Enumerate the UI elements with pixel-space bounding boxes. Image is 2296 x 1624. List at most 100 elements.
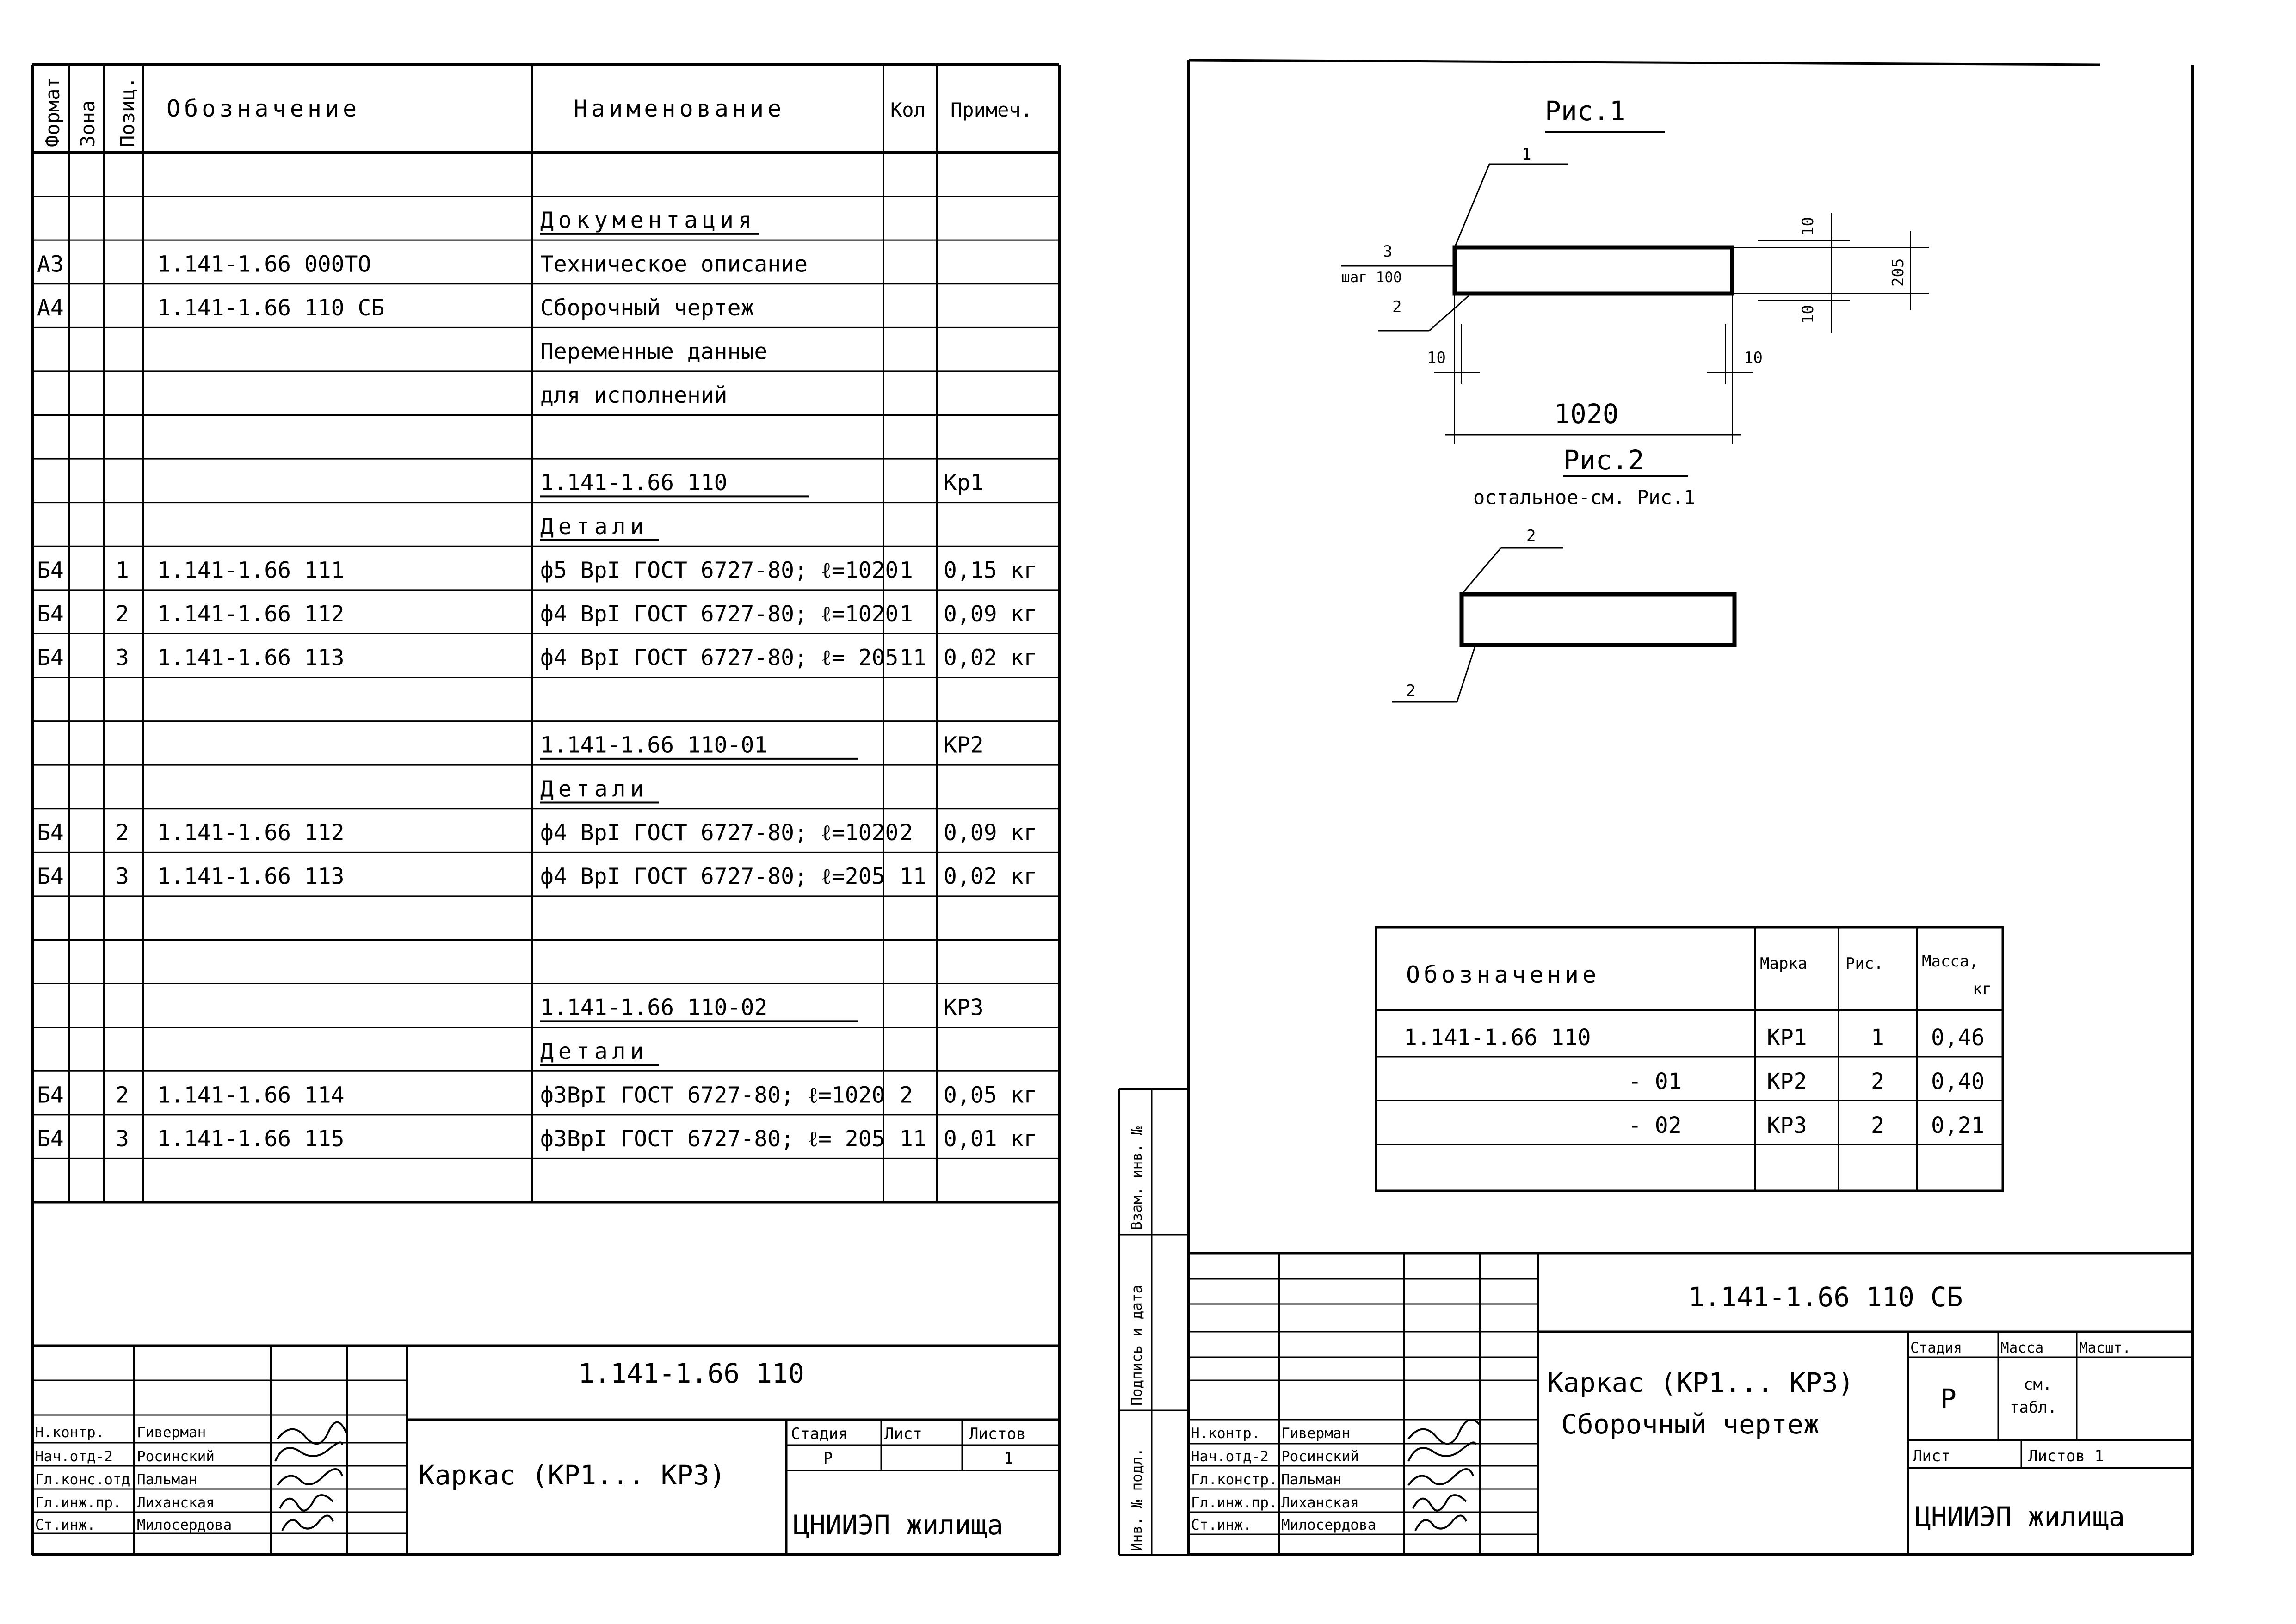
spec-cell-pos: 2 <box>116 820 129 846</box>
spec-cell-name: для исполнений <box>540 382 728 408</box>
right-sheet: Инв. № подл. Подпись и дата Взам. инв. №… <box>1118 59 2194 1556</box>
spec-cell-format: Б4 <box>37 557 64 583</box>
spec-cell-pos: 2 <box>116 601 129 627</box>
spec-cell-name: ф5 ВрI ГОСТ 6727-80; ℓ=1020 <box>540 557 898 583</box>
spec-cell-name: Детали <box>540 776 648 802</box>
signature-giverman <box>277 1421 348 1445</box>
side-inv-original: Инв. № подл. <box>1129 1448 1145 1551</box>
left-stage-value: Р <box>823 1449 833 1468</box>
signature-miloserdova-right <box>1414 1514 1467 1531</box>
figure-2: Рис.2 остальное-см. Рис.1 2 2 <box>1392 444 1737 703</box>
left-role-2: Нач.отд-2 <box>35 1448 113 1465</box>
fig1-dim-1020: 1020 <box>1554 398 1619 430</box>
spec-cell-qty: 2 <box>900 1082 913 1108</box>
spec-cell-pos: 2 <box>116 1082 129 1108</box>
spec-cell-designation: 1.141-1.66 112 <box>157 601 345 627</box>
spec-cell-name: Документация <box>540 208 756 234</box>
spec-cell-note: 0,09 кг <box>944 820 1037 846</box>
left-stage-label: Стадия <box>791 1425 848 1443</box>
mass-header-designation: Обозначение <box>1406 961 1600 988</box>
spec-cell-designation: 1.141-1.66 115 <box>157 1126 345 1152</box>
mass-header-mass-1: Масса, <box>1922 952 1979 971</box>
left-role-3: Гл.конс.отд <box>35 1471 130 1488</box>
mass-header-fig: Рис. <box>1845 954 1883 973</box>
side-sign-date: Подпись и дата <box>1129 1285 1145 1406</box>
spec-cell-designation: 1.141-1.66 000ТО <box>157 251 371 277</box>
left-person-2: Росинский <box>137 1448 215 1465</box>
left-role-5: Ст.инж. <box>35 1517 96 1533</box>
mass-cell-designation: - 02 <box>1628 1113 1682 1138</box>
spec-cell-qty: 11 <box>900 645 926 671</box>
mass-table: Обозначение Марка Рис. Масса, кг 1.141-1… <box>1375 926 2004 1192</box>
fig2-caption: Рис.2 <box>1563 444 1644 476</box>
right-role-5: Ст.инж. <box>1191 1517 1252 1533</box>
right-sheets-label: Листов 1 <box>2028 1447 2104 1465</box>
right-mass-label: Масса <box>2000 1340 2043 1356</box>
header-name: Наименование <box>574 95 785 122</box>
left-person-4: Лиханская <box>137 1495 215 1511</box>
spec-cell-format: Б4 <box>37 645 64 671</box>
right-stage-label: Стадия <box>1910 1340 1962 1356</box>
signature-rosinsky <box>274 1441 343 1462</box>
left-sheets-label: Листов <box>969 1425 1026 1443</box>
right-person-4: Лиханская <box>1281 1495 1359 1511</box>
left-person-1: Гиверман <box>137 1424 206 1441</box>
spec-cell-name: ф4 ВрI ГОСТ 6727-80; ℓ=1020 <box>540 601 898 627</box>
spec-cell-name: Детали <box>540 514 648 540</box>
spec-cell-format: Б4 <box>37 601 64 627</box>
spec-cell-name: Переменные данные <box>540 338 767 364</box>
fig1-dim-10-bottom: 10 <box>1799 305 1817 324</box>
left-person-5: Милосердова <box>137 1517 232 1533</box>
left-sheets-value: 1 <box>1004 1449 1013 1468</box>
spec-cell-designation: 1.141-1.66 113 <box>157 863 345 889</box>
spec-cell-format: Б4 <box>37 1126 64 1152</box>
fig1-dim-10-top: 10 <box>1799 217 1817 236</box>
left-organization: ЦНИИЭП жилища <box>793 1509 1003 1541</box>
spec-cell-designation: 1.141-1.66 113 <box>157 645 345 671</box>
mass-cell-designation: - 01 <box>1628 1069 1682 1095</box>
spec-cell-qty: 1 <box>900 601 913 627</box>
fig2-leader-top: 2 <box>1526 527 1536 545</box>
fig1-dim-10-left: 10 <box>1427 349 1446 367</box>
spec-cell-pos: 3 <box>116 645 129 671</box>
figure-1: Рис.1 1 3 шаг 100 2 10 205 10 10 10 1020 <box>1341 95 1929 444</box>
mass-cell-fig: 2 <box>1871 1069 1884 1095</box>
left-role-4: Гл.инж.пр. <box>35 1495 122 1511</box>
signature-miloserdova <box>281 1514 334 1531</box>
signature-palman-right <box>1407 1468 1474 1486</box>
right-sheet-label: Лист <box>1913 1447 1950 1465</box>
spec-cell-format: Б4 <box>37 863 64 889</box>
header-designation: Обозначение <box>167 95 360 122</box>
fig2-subcaption: остальное-см. Рис.1 <box>1473 486 1695 509</box>
spec-cell-note: КР2 <box>944 732 984 758</box>
spec-cell-designation: 1.141-1.66 112 <box>157 820 345 846</box>
spec-cell-qty: 11 <box>900 1126 926 1152</box>
fig1-caption: Рис.1 <box>1545 95 1626 127</box>
signature-likhanskaya <box>279 1494 334 1512</box>
spec-cell-note: КР3 <box>944 995 984 1021</box>
spec-cell-note: 0,02 кг <box>944 645 1037 671</box>
fig1-step-label: шаг 100 <box>1341 269 1402 286</box>
right-mass-value-1: см. <box>2024 1375 2052 1394</box>
right-mass-value-2: табл. <box>2010 1398 2057 1417</box>
left-doc-title: Каркас (КР1... КР3) <box>419 1459 725 1491</box>
right-stage-value: Р <box>1940 1383 1957 1415</box>
spec-cell-pos: 3 <box>116 863 129 889</box>
right-doc-title-2: Сборочный чертеж <box>1561 1409 1820 1440</box>
mass-cell-fig: 2 <box>1871 1113 1884 1138</box>
spec-cell-name: 1.141-1.66 110-01 <box>540 732 767 758</box>
mass-cell-fig: 1 <box>1871 1025 1884 1051</box>
spec-cell-pos: 1 <box>116 557 129 583</box>
fig1-leader-3: 3 <box>1383 242 1392 261</box>
spec-table-rows <box>32 196 1059 1159</box>
right-person-3: Пальман <box>1281 1471 1342 1488</box>
fig1-frame-outline <box>1452 245 1734 296</box>
mass-cell-designation: 1.141-1.66 110 <box>1404 1025 1591 1051</box>
spec-cell-name: Техническое описание <box>540 251 808 277</box>
header-zone: Зона <box>76 100 99 147</box>
spec-cell-name: ф4 ВрI ГОСТ 6727-80; ℓ=1020 <box>540 820 898 846</box>
spec-cell-qty: 1 <box>900 557 913 583</box>
left-person-3: Пальман <box>137 1471 198 1488</box>
